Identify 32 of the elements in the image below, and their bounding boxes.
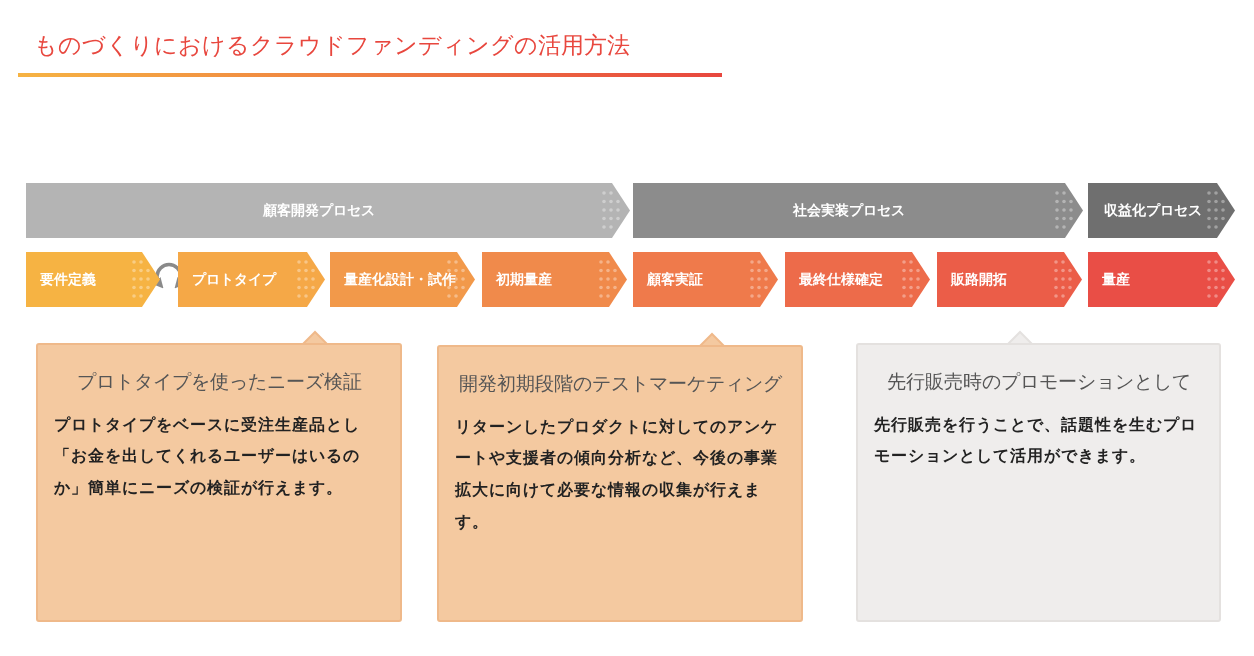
step-label: 要件定義 — [40, 270, 96, 289]
process-banner — [482, 252, 627, 307]
step-label: 初期量産 — [496, 270, 552, 289]
callout-card — [856, 343, 1221, 622]
callout-card — [437, 345, 803, 622]
diagram-title: ものづくりにおけるクラウドファンディングの活用方法 — [34, 31, 630, 60]
process-banner — [26, 183, 630, 238]
card-body-text: リターンしたプロダクトに対してのアンケートや支援者の傾向分析など、今後の事業拡大に向けて必要な情報の収集が行えます。 — [455, 416, 779, 533]
card-body-text: プロトタイプをベースに受注生産品とし「お金を出してくれるユーザーはいるのか」簡単にニーズの検証が行えます。 — [54, 414, 361, 500]
process-banner — [1088, 183, 1235, 238]
step-label: 顧客実証 — [647, 270, 703, 289]
process-banner — [26, 252, 160, 307]
card-heading: 先行販売時のプロモーションとして — [885, 369, 1192, 394]
step-label: 社会実装プロセス — [793, 201, 905, 220]
process-banner — [633, 183, 1083, 238]
card-heading: プロトタイプを使ったニーズ検証 — [75, 369, 363, 394]
process-banner — [785, 252, 930, 307]
process-banner — [1088, 252, 1235, 307]
card-heading: 開発初期段階のテストマーケティング — [457, 371, 783, 396]
card-body-text: 先行販売を行うことで、話題性を生むプロモーションとして活用ができます。 — [874, 414, 1198, 468]
step-label: 販路開拓 — [951, 270, 1007, 289]
step-label: 顧客開発プロセス — [263, 201, 375, 220]
step-label: 量産 — [1102, 270, 1130, 289]
process-banner — [937, 252, 1082, 307]
step-label: 最終仕様確定 — [799, 270, 883, 289]
step-label: 収益化プロセス — [1103, 201, 1202, 220]
process-banner — [633, 252, 778, 307]
callout-card — [36, 343, 402, 622]
step-label: プロトタイプ — [192, 270, 276, 289]
step-label: 量産化設計・試作 — [344, 270, 456, 289]
process-banner — [330, 252, 475, 307]
process-banner — [178, 252, 325, 307]
